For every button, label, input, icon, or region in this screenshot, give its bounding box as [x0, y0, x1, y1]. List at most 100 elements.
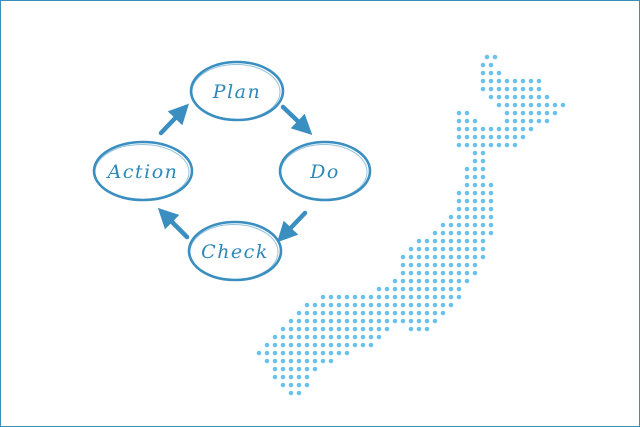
map-dot [544, 102, 550, 108]
map-dot [432, 230, 438, 236]
map-dot [520, 110, 526, 116]
map-dot [448, 286, 454, 292]
map-dot [472, 166, 478, 172]
cycle-node-action: Action [92, 140, 194, 202]
map-dot [520, 134, 526, 140]
map-dot [376, 294, 382, 300]
map-dot [344, 310, 350, 316]
map-dot [392, 302, 398, 308]
map-dot [296, 350, 302, 356]
map-dot [296, 318, 302, 324]
map-dot [328, 342, 334, 348]
map-dot [512, 126, 518, 132]
map-dot [448, 246, 454, 252]
map-dot [472, 134, 478, 140]
map-dot [312, 358, 318, 364]
map-dot [456, 286, 462, 292]
map-dot [304, 374, 310, 380]
map-dot [376, 310, 382, 316]
map-dot [488, 78, 494, 84]
map-dot [440, 254, 446, 260]
map-dot [472, 222, 478, 228]
map-dot [328, 302, 334, 308]
map-dot [456, 214, 462, 220]
map-dot [280, 374, 286, 380]
map-dot [408, 270, 414, 276]
map-dot [472, 182, 478, 188]
map-dot [336, 318, 342, 324]
map-dot [472, 214, 478, 220]
map-dot [320, 302, 326, 308]
map-dot [472, 118, 478, 124]
map-dot [512, 110, 518, 116]
map-dot [424, 286, 430, 292]
map-dot [520, 78, 526, 84]
map-dot [448, 294, 454, 300]
map-dot [512, 94, 518, 100]
map-dot [464, 262, 470, 268]
map-dot [472, 126, 478, 132]
map-dot [416, 270, 422, 276]
map-dot [456, 246, 462, 252]
map-dot [432, 302, 438, 308]
map-dot [480, 174, 486, 180]
map-dot [352, 294, 358, 300]
map-dot [464, 238, 470, 244]
map-dot [488, 190, 494, 196]
map-dot [504, 78, 510, 84]
map-dot [312, 310, 318, 316]
map-dot [272, 358, 278, 364]
map-dot [488, 86, 494, 92]
map-dot [296, 310, 302, 316]
map-dot [368, 302, 374, 308]
map-dot [456, 142, 462, 148]
map-dot [312, 366, 318, 372]
map-dot [440, 310, 446, 316]
map-dot [296, 326, 302, 332]
map-dot [376, 334, 382, 340]
map-dot [520, 102, 526, 108]
map-dot [464, 278, 470, 284]
map-dot [464, 254, 470, 260]
map-dot [304, 350, 310, 356]
map-dot [480, 214, 486, 220]
map-dot [320, 334, 326, 340]
map-dot [456, 294, 462, 300]
map-dot [480, 70, 486, 76]
map-dot [512, 142, 518, 148]
map-dot [304, 334, 310, 340]
map-dot [352, 302, 358, 308]
map-dot [304, 358, 310, 364]
map-dot [440, 222, 446, 228]
map-dot [368, 294, 374, 300]
map-dot [312, 318, 318, 324]
map-dot [488, 198, 494, 204]
map-dot [560, 102, 566, 108]
map-dot [456, 206, 462, 212]
map-dot [448, 230, 454, 236]
map-dot [512, 134, 518, 140]
map-dot [456, 238, 462, 244]
map-dot [264, 350, 270, 356]
map-dot [480, 142, 486, 148]
map-dot [408, 286, 414, 292]
map-dot [400, 294, 406, 300]
map-dot [296, 334, 302, 340]
map-dot [296, 342, 302, 348]
map-dot [504, 110, 510, 116]
map-dot [480, 222, 486, 228]
map-dot [408, 246, 414, 252]
map-dot [328, 358, 334, 364]
map-dot [296, 366, 302, 372]
map-dot [288, 374, 294, 380]
map-dot [480, 190, 486, 196]
map-dot [536, 78, 542, 84]
map-dot [480, 158, 486, 164]
map-dot [336, 302, 342, 308]
map-dot [496, 142, 502, 148]
map-dot [496, 102, 502, 108]
map-dot [496, 134, 502, 140]
map-dot [336, 326, 342, 332]
map-dot [264, 342, 270, 348]
